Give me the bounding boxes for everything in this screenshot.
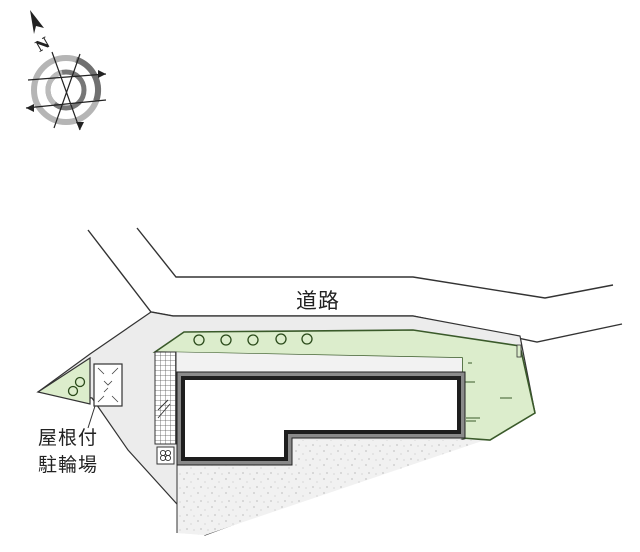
north-label: N bbox=[32, 33, 53, 56]
tiled-walkway bbox=[154, 351, 177, 445]
meter-box bbox=[156, 446, 175, 465]
building bbox=[176, 371, 466, 466]
lawn-triangle bbox=[36, 356, 91, 405]
bicycle-parking-label-line2: 駐輪場 bbox=[38, 454, 99, 476]
tree-icon bbox=[67, 376, 86, 397]
bicycle-parking-label: 屋根付 駐輪場 bbox=[38, 425, 98, 479]
road-label: 道路 bbox=[296, 289, 340, 313]
bicycle-parking-label-line1: 屋根付 bbox=[38, 427, 99, 449]
compass-rose-icon: N bbox=[25, 10, 107, 131]
bicycle-shelter bbox=[87, 363, 123, 429]
tree-row bbox=[193, 333, 313, 346]
